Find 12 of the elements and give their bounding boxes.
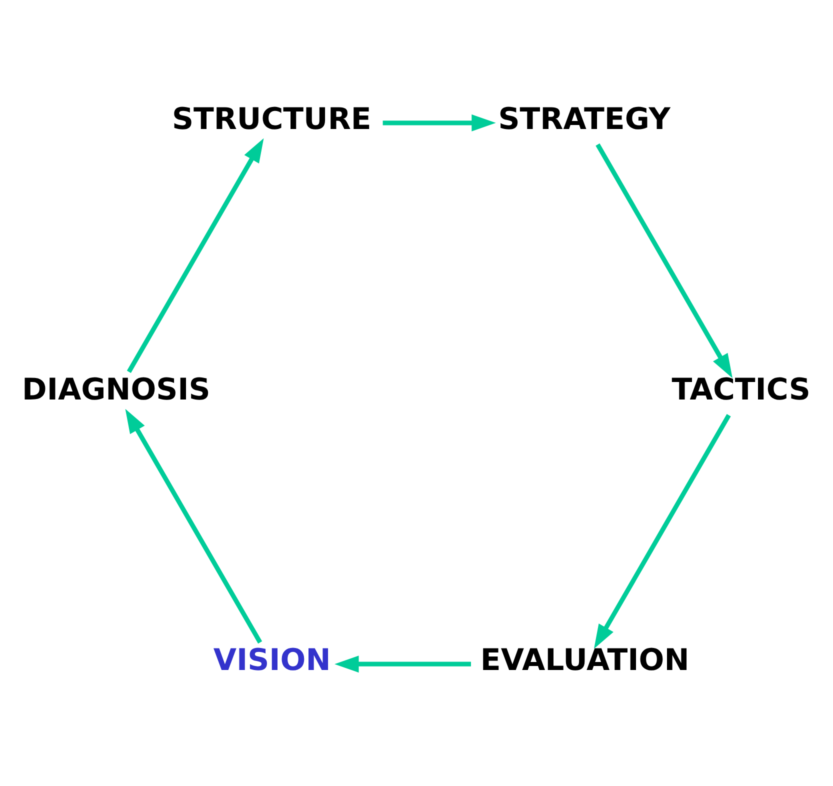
arrow: [334, 655, 471, 672]
node-text: STRUCTURE: [172, 101, 372, 136]
arrow: [125, 408, 262, 644]
arrow: [382, 114, 496, 131]
arrow: [596, 142, 732, 378]
node-text: STRATEGY: [498, 101, 670, 136]
arrow: [126, 138, 264, 372]
arrow: [594, 414, 731, 648]
node-text: VISION: [213, 642, 331, 678]
node-text: DIAGNOSIS: [22, 372, 210, 408]
node-text: EVALUATION: [480, 642, 690, 678]
node-text: TACTICS: [672, 372, 810, 408]
